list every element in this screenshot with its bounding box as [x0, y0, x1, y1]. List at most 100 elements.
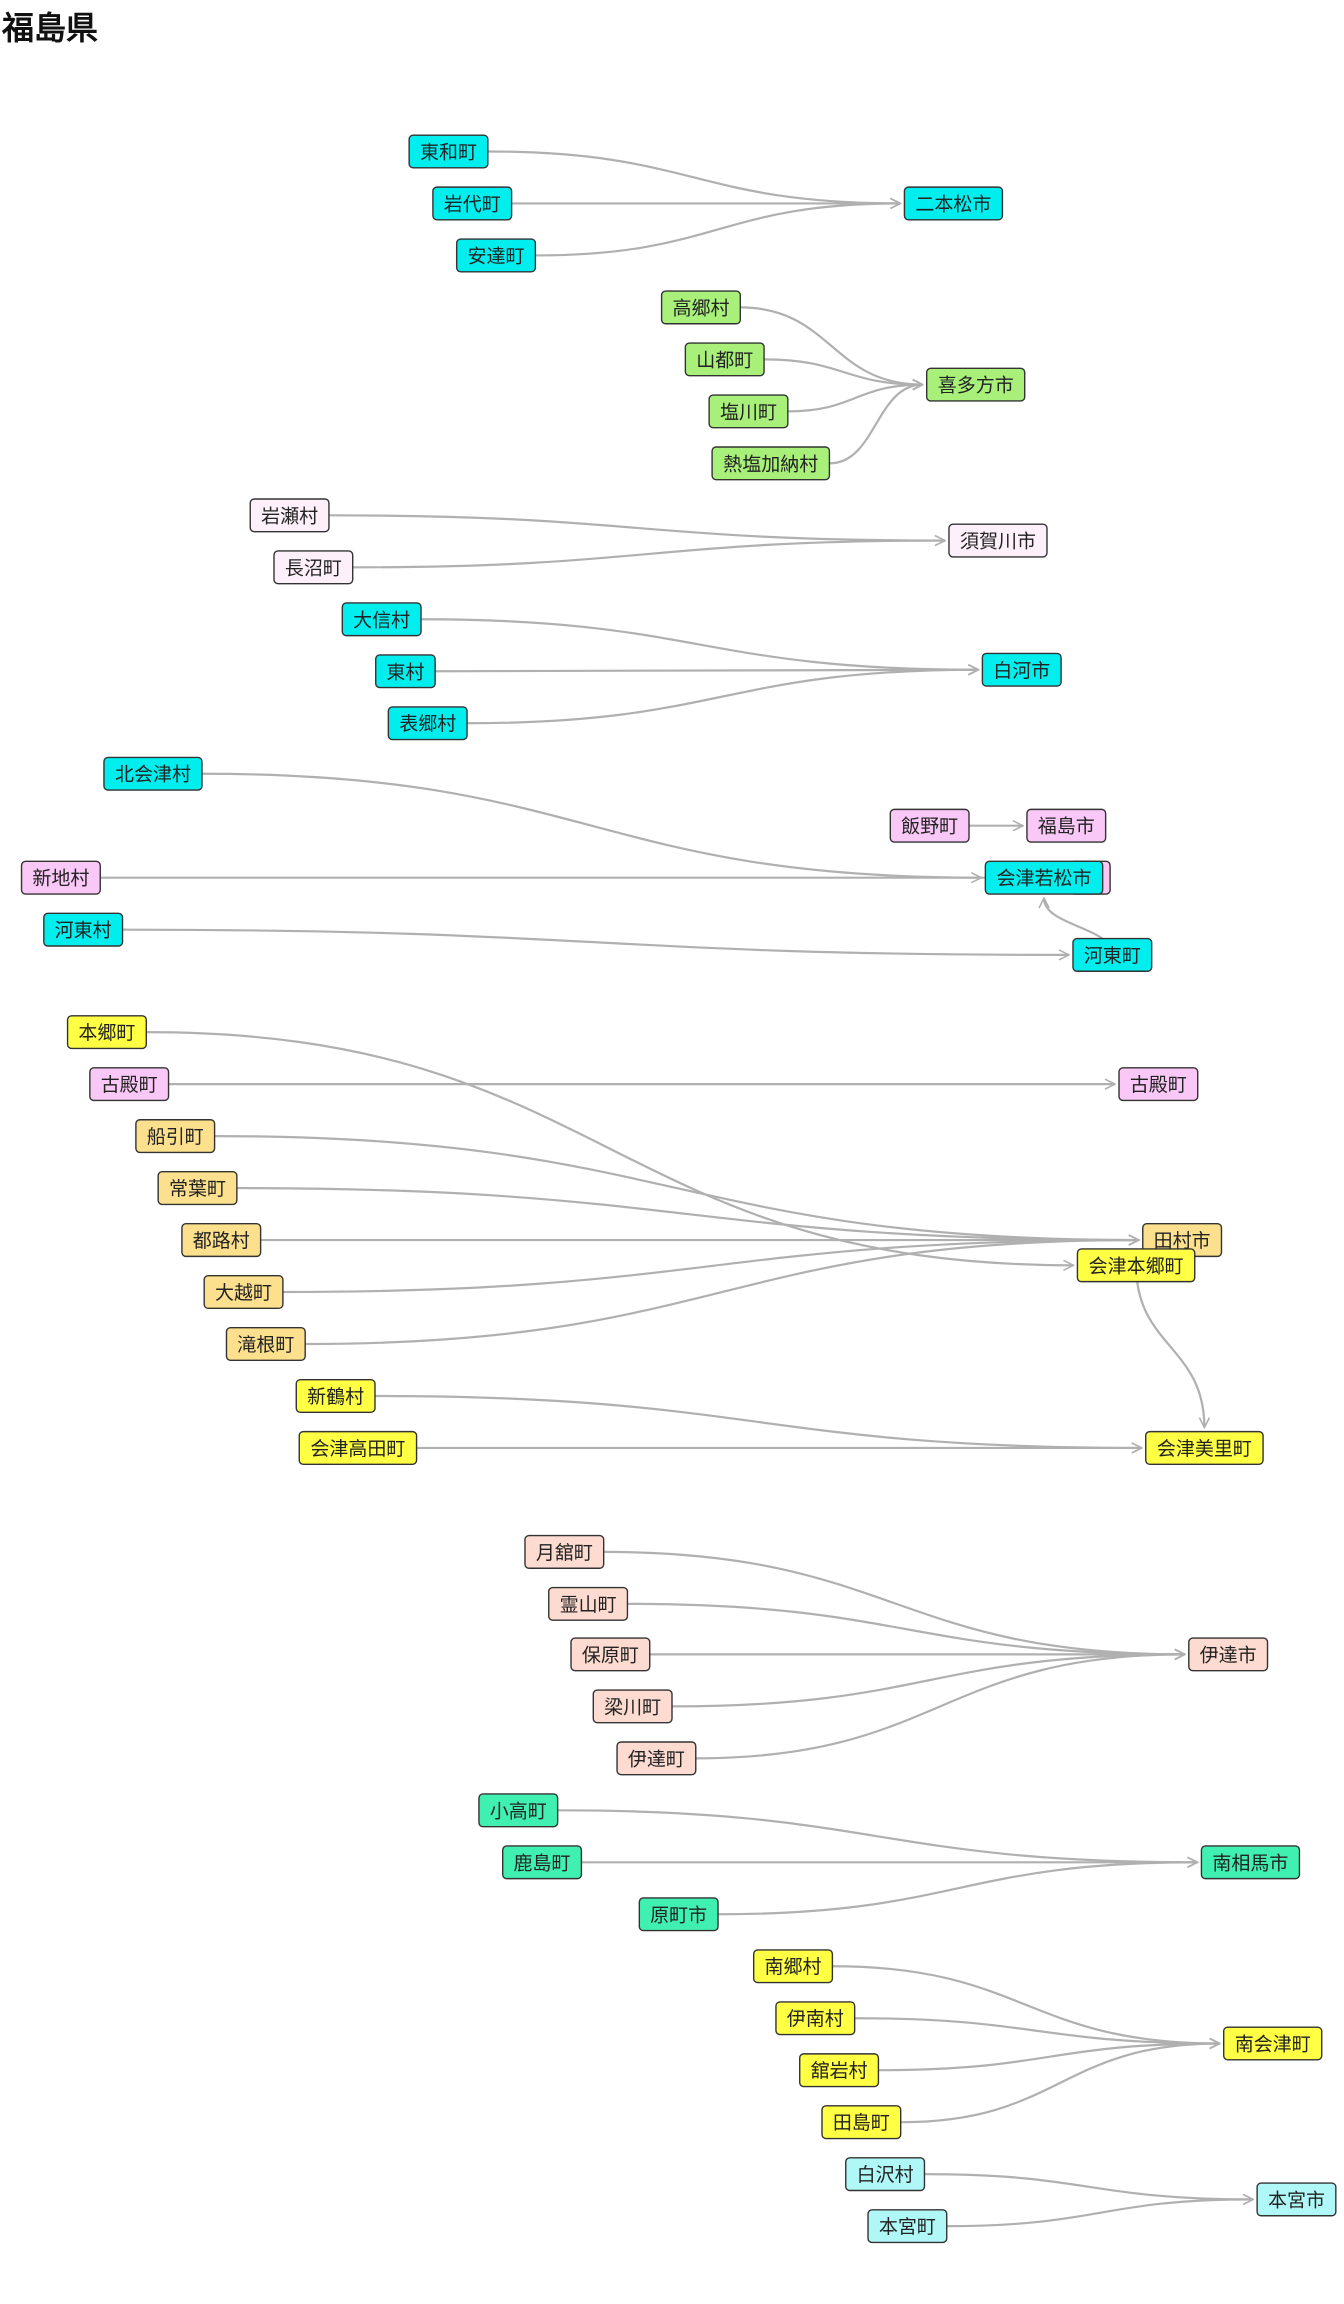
node-box: [408, 134, 489, 169]
node-label: 表郷村: [399, 713, 456, 735]
node-label: 塩川町: [720, 401, 777, 423]
node-label: 南郷村: [765, 1956, 822, 1978]
node-label: 福島市: [1038, 816, 1095, 838]
node-label: 白河市: [993, 660, 1050, 682]
node-label: 岩瀬村: [261, 505, 318, 527]
node-label: 長沼町: [285, 557, 342, 579]
node-label: 会津美里町: [1157, 1438, 1252, 1460]
edge-n_aizuhongo-n_aizumisato: [1134, 1265, 1204, 1427]
node-omotego: 表郷村: [387, 706, 468, 741]
edge-n_tateiwa-n_minamiaizu: [878, 2043, 1219, 2072]
node-label: 東和町: [420, 141, 477, 163]
node-iwashiro: 岩代町: [432, 186, 513, 221]
node-label: 岩代町: [444, 193, 501, 215]
node-box: [1145, 1430, 1264, 1465]
node-tsukidate: 月舘町: [524, 1534, 605, 1569]
node-box: [375, 654, 436, 689]
node-box: [1076, 1248, 1196, 1283]
node-box: [298, 1430, 418, 1465]
node-box: [660, 290, 742, 325]
node-box: [295, 1378, 376, 1414]
node-iwase: 岩瀬村: [249, 498, 330, 533]
node-taishin: 大信村: [341, 602, 422, 637]
node-box: [592, 1689, 673, 1724]
node-label: 新鶴村: [307, 1386, 364, 1408]
node-box: [845, 2157, 926, 2192]
edge-n_taishin-n_shirakawa: [421, 618, 978, 669]
node-box: [889, 808, 970, 843]
node-box: [478, 1793, 559, 1828]
node-furudono2: 古殿町: [1118, 1067, 1199, 1102]
edge-n_yamato-n_kitakata: [764, 358, 923, 384]
node-box: [103, 756, 203, 791]
node-label: 山都町: [696, 349, 753, 371]
node-label: 東村: [386, 661, 424, 683]
edge-n_niitsuru-n_aizumisato: [374, 1394, 1142, 1448]
node-label: 本郷町: [78, 1022, 135, 1044]
node-ogoe: 大越町: [203, 1274, 284, 1310]
node-shirasawa: 白沢村: [845, 2157, 926, 2192]
node-date: 伊達市: [1188, 1637, 1269, 1672]
node-takasato: 高郷村: [660, 290, 742, 325]
edge-n_ogoe-n_tamura: [282, 1240, 1139, 1294]
node-fukushima: 福島市: [1026, 808, 1107, 843]
node-label: 伊南村: [787, 2008, 844, 2030]
node-label: 船引町: [147, 1126, 204, 1148]
node-iino: 飯野町: [889, 808, 970, 843]
node-label: 二本松市: [915, 193, 991, 215]
edge-n_shiokawa-n_kitakata: [787, 385, 923, 413]
node-box: [502, 1845, 583, 1880]
node-shinchi: 新地村: [20, 860, 101, 895]
node-label: 本宮市: [1268, 2189, 1325, 2211]
node-kitaaizu: 北会津村: [103, 756, 203, 791]
node-shiokawa: 塩川町: [708, 394, 789, 429]
node-label: 舘岩村: [811, 2060, 868, 2082]
node-label: 飯野町: [901, 816, 958, 838]
edge-n_tajima-n_minamiaizu: [900, 2043, 1220, 2124]
edge-n_kawahigashi-n_kawahigashimachi: [122, 928, 1069, 955]
node-box: [1256, 2182, 1337, 2217]
node-box: [1026, 808, 1107, 843]
edge-n_towa-n_nihonmatsu: [487, 150, 901, 203]
node-label: 南相馬市: [1212, 1852, 1288, 1874]
node-label: 保原町: [582, 1644, 639, 1666]
node-datemachi: 伊達町: [616, 1741, 697, 1776]
page-title: 福島県: [2, 9, 99, 47]
nodes-layer: 東和町岩代町安達町二本松市高郷村山都町塩川町熱塩加納村喜多方市岩瀬村長沼町須賀川…: [20, 134, 1337, 2244]
node-label: 河東町: [1084, 945, 1141, 967]
node-aizumisato: 会津美里町: [1145, 1430, 1264, 1465]
edge-n_motomiyamachi-n_motomiya: [946, 2199, 1253, 2228]
node-kawahigashi: 河東村: [43, 912, 124, 947]
node-box: [821, 2105, 902, 2140]
node-miyakoji: 都路村: [181, 1223, 262, 1258]
node-box: [752, 1949, 834, 1984]
node-box: [89, 1067, 170, 1102]
node-box: [638, 1897, 719, 1932]
node-box: [984, 860, 1104, 895]
node-label: 都路村: [193, 1230, 250, 1252]
edge-n_omotego-n_shirakawa: [467, 670, 978, 725]
node-kawahigashimachi: 河東町: [1072, 937, 1153, 972]
node-yanagawa: 梁川町: [592, 1689, 673, 1724]
node-hobara: 保原町: [570, 1637, 651, 1672]
node-label: 古殿町: [1130, 1074, 1187, 1096]
node-sukagawa: 須賀川市: [948, 523, 1048, 558]
node-label: 熱塩加納村: [723, 453, 818, 475]
node-box: [432, 186, 513, 221]
node-box: [387, 706, 468, 741]
edge-n_kitaaizu-n_aizuwakamatsu: [201, 772, 981, 878]
edge-n_ina-n_minamiaizu: [854, 2017, 1220, 2043]
node-box: [1118, 1067, 1199, 1102]
edge-n_datemachi-n_date: [695, 1654, 1185, 1760]
node-label: 南会津町: [1235, 2033, 1311, 2055]
node-box: [203, 1274, 284, 1310]
node-niitsuru: 新鶴村: [295, 1378, 376, 1414]
node-higashi: 東村: [375, 654, 436, 689]
node-box: [20, 860, 101, 895]
node-nango: 南郷村: [752, 1949, 834, 1984]
node-aizuhongo: 会津本郷町: [1076, 1248, 1196, 1283]
node-kashima: 鹿島町: [502, 1845, 583, 1880]
node-tamura: 田村市: [1142, 1223, 1223, 1258]
node-label: 小高町: [490, 1800, 547, 1822]
edge-n_shirasawa-n_motomiya: [924, 2173, 1253, 2199]
